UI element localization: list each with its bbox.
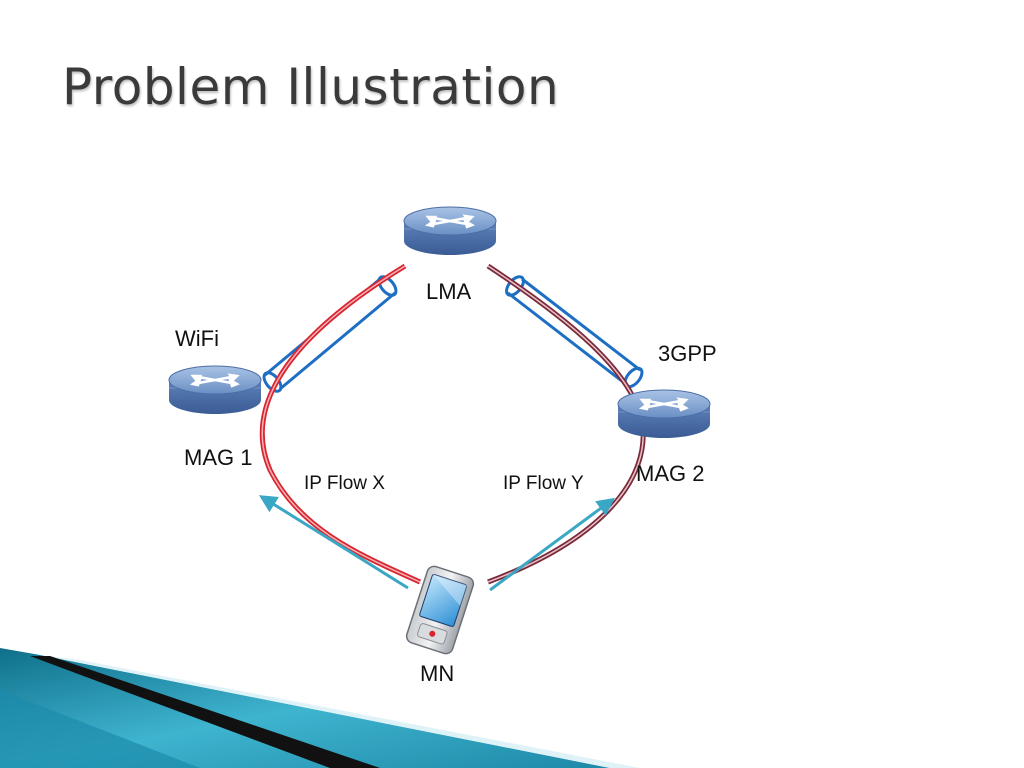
lma-router-icon	[403, 206, 497, 255]
ip-flow-x-path	[259, 263, 422, 585]
arrow-mn-to-mag2	[489, 497, 615, 592]
ip-flow-x-label: IP Flow X	[304, 473, 385, 494]
arrow-mn-to-mag1	[258, 495, 409, 590]
lma-label: LMA	[426, 279, 472, 304]
mag1-router-icon	[168, 365, 262, 414]
ip-flow-y-label: IP Flow Y	[503, 473, 584, 494]
mag2-label: MAG 2	[636, 461, 705, 486]
mn-label: MN	[420, 661, 455, 686]
mag2-router-icon	[617, 389, 711, 438]
wifi-label: WiFi	[175, 326, 219, 351]
mn-mobile-phone-icon	[405, 565, 475, 655]
slide-title: Problem Illustration	[62, 58, 560, 116]
mag1-label: MAG 1	[184, 445, 253, 470]
corner-decoration	[0, 648, 640, 768]
3gpp-label: 3GPP	[658, 341, 717, 366]
